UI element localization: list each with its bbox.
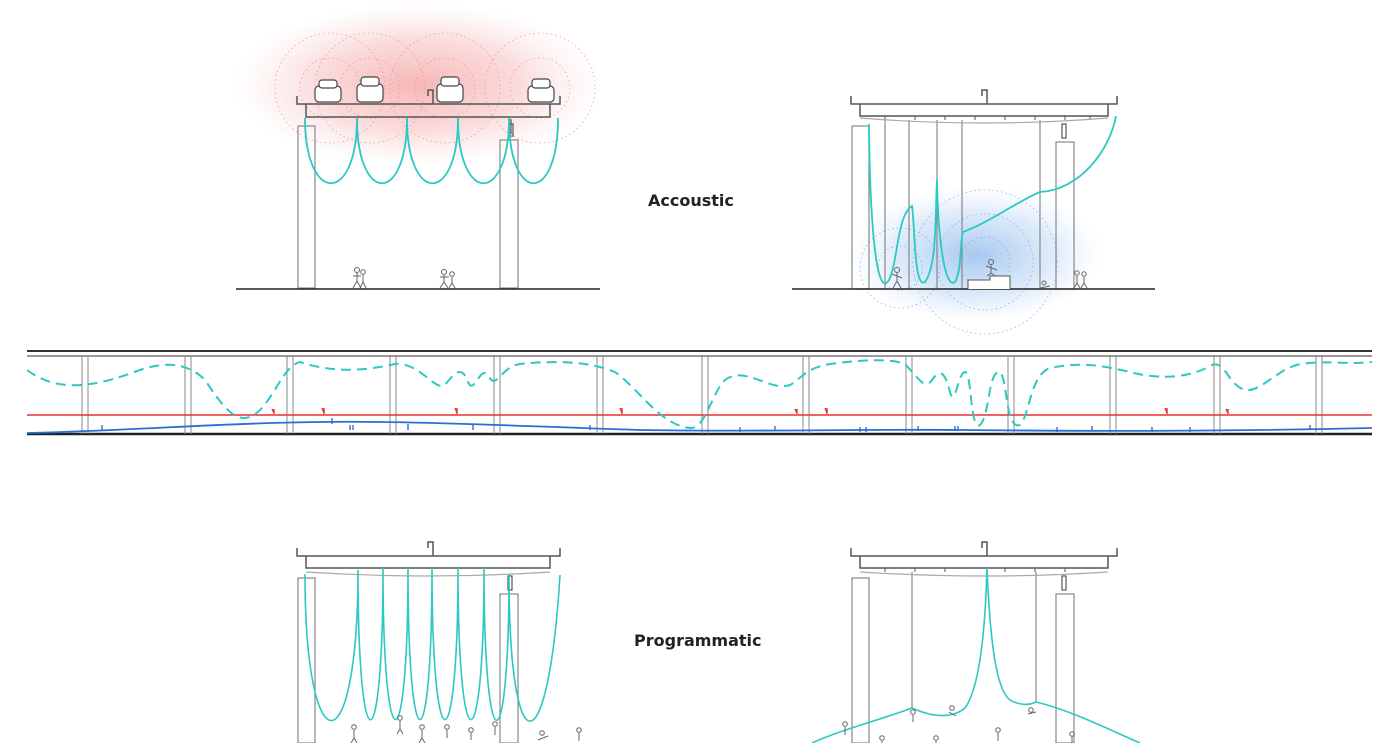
long-deck — [27, 350, 1372, 436]
long-section-strip — [26, 350, 1373, 436]
programmatic-label: Programmatic — [634, 631, 762, 650]
person-icon — [352, 267, 456, 289]
section-acoustic-noise — [233, 3, 603, 290]
bridge-columns — [851, 571, 1109, 743]
curtain-profile-dashed — [26, 359, 1373, 429]
person-icon — [891, 259, 1088, 289]
curtain-loops — [811, 567, 1141, 743]
bridge-deck — [296, 541, 561, 569]
section-programmatic-left — [296, 541, 582, 743]
car-icon — [314, 76, 555, 103]
person-icon — [271, 407, 1229, 414]
guide-line-blue — [26, 420, 1373, 434]
acoustic-label: Accoustic — [648, 191, 734, 210]
curtain-loops — [304, 117, 559, 185]
bridge-deck — [850, 89, 1118, 120]
section-programmatic-right — [811, 541, 1141, 743]
sound-cloud — [845, 178, 1105, 318]
person-icon — [101, 418, 1311, 432]
bridge-deck — [850, 541, 1118, 572]
curtain-loops — [868, 115, 1117, 285]
bridge-deck — [296, 89, 561, 118]
stage-steps — [967, 275, 1011, 289]
section-acoustic-performance — [792, 89, 1155, 335]
person-icon — [350, 715, 582, 743]
curtain-loops — [304, 567, 561, 722]
